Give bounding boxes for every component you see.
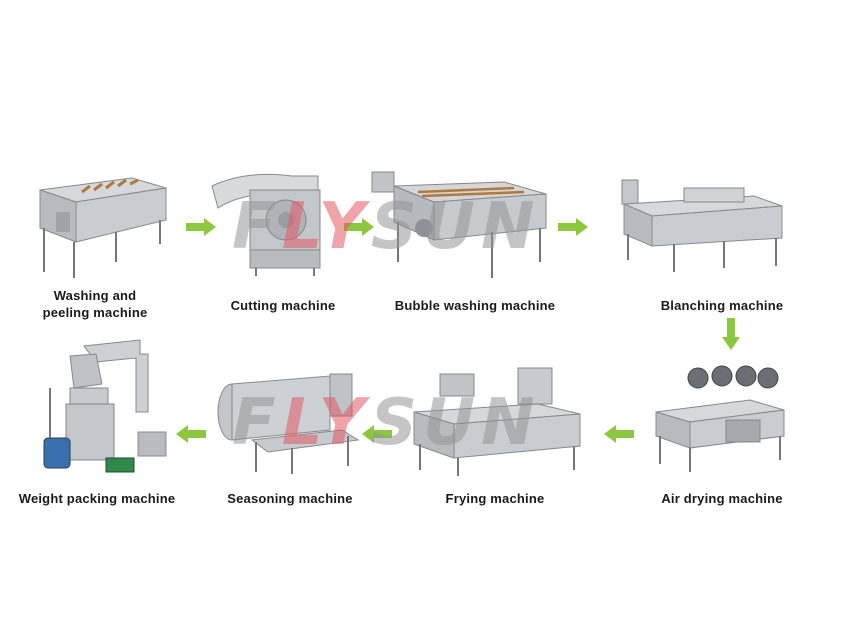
watermark-text-2: LY (281, 190, 371, 264)
step-label-seasoning: Seasoning machine (227, 491, 353, 506)
arrow-left-icon (362, 425, 392, 443)
seasoning-machine-image (217, 373, 360, 474)
arrow-right-icon (344, 218, 374, 236)
brand-watermark: FLYSUN (232, 386, 541, 460)
arrow-right-icon (558, 218, 588, 236)
watermark-text-1: F (232, 386, 282, 460)
weight-packing-machine-image (43, 339, 167, 473)
washing-peeling-machine-image (39, 177, 167, 278)
step-label-air-drying: Air drying machine (661, 491, 783, 506)
brand-watermark: FLYSUN (232, 190, 541, 264)
step-label-weight-packing: Weight packing machine (18, 491, 176, 506)
arrow-left-icon (604, 425, 634, 443)
step-label-cutting: Cutting machine (230, 298, 336, 313)
watermark-text-1: F (232, 190, 282, 264)
arrow-left-icon (176, 425, 206, 443)
bubble-washing-machine-image (371, 171, 547, 278)
watermark-text-3: SUN (370, 190, 541, 264)
air-drying-machine-image (655, 365, 785, 472)
step-label-blanching: Blanching machine (660, 298, 784, 313)
arrow-right-icon (186, 218, 216, 236)
arrow-down-icon (722, 318, 740, 350)
frying-machine-image (413, 367, 581, 476)
watermark-text-3: SUN (370, 386, 541, 460)
step-label-washing-peeling: Washing and peeling machine (42, 288, 148, 320)
blanching-machine-image (621, 179, 783, 272)
watermark-text-2: LY (281, 386, 371, 460)
cutting-machine-image (211, 173, 321, 276)
step-label-bubble-washing: Bubble washing machine (394, 298, 556, 313)
step-label-frying: Frying machine (445, 491, 545, 506)
